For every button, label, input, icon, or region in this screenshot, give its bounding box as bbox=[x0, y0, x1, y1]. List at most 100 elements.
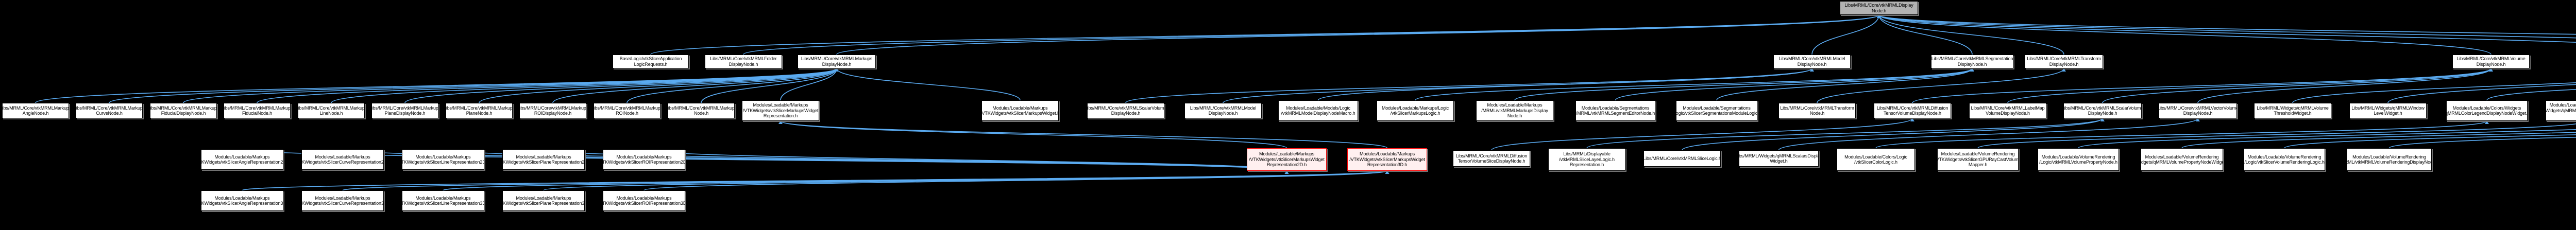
graph-edge-arrowhead bbox=[835, 68, 839, 72]
graph-node[interactable]: Modules/Loadable/Markups /VTKWidgets/vtk… bbox=[201, 149, 283, 170]
graph-node[interactable]: Modules/Loadable/Markups/Logic /vtkSlice… bbox=[1377, 100, 1454, 121]
graph-node[interactable]: Modules/Loadable/Markups /VTKWidgets/vtk… bbox=[301, 190, 384, 211]
graph-edge-arrowhead bbox=[1385, 171, 1389, 174]
graph-edge bbox=[780, 68, 837, 101]
graph-node[interactable]: Modules/Loadable/Markups /VTKWidgets/vtk… bbox=[502, 149, 585, 170]
graph-edge bbox=[543, 170, 1388, 191]
graph-node[interactable]: Modules/Loadable/Markups /VTKWidgets/vtk… bbox=[201, 190, 283, 211]
graph-edge-arrowhead bbox=[2489, 68, 2493, 72]
graph-edge-arrowhead bbox=[1284, 171, 1289, 174]
graph-node[interactable]: Libs/MRML/Core/vtkMRMLMarkups ROIDisplay… bbox=[519, 103, 586, 118]
graph-edge-arrowhead bbox=[1877, 15, 1881, 18]
graph-edge-arrowhead bbox=[1877, 15, 1881, 18]
graph-node[interactable]: Modules/Loadable/Markups /MRML/vtkMRMLMa… bbox=[1476, 100, 1553, 121]
graph-edge-arrowhead bbox=[835, 68, 839, 72]
graph-edge bbox=[479, 68, 837, 103]
graph-edge bbox=[1878, 14, 2492, 55]
graph-node[interactable]: Libs/MRML/Core/vtkMRMLSliceLogic.h bbox=[1643, 150, 1721, 167]
graph-node[interactable]: Modules/Loadable/Markups /VTKWidgets/vtk… bbox=[402, 190, 484, 211]
graph-node[interactable]: Libs/MRML/Core/vtkMRMLMarkups ROINode.h bbox=[594, 103, 660, 118]
graph-edge-arrowhead bbox=[1877, 15, 1881, 18]
graph-edge bbox=[2007, 68, 2492, 103]
graph-node[interactable]: Libs/MRML/Core/vtkMRMLDiffusion TensorVo… bbox=[1874, 103, 1951, 118]
graph-node[interactable]: Base/Logic/vtkSlicerApplication LogicReq… bbox=[613, 55, 689, 68]
graph-node[interactable]: Modules/Loadable/Markups /VTKWidgets/vtk… bbox=[1247, 148, 1327, 171]
graph-node[interactable]: Libs/MRML/Widgets/qMRMLWindow LevelWidge… bbox=[2349, 103, 2427, 118]
graph-node[interactable]: Modules/Loadable/Markups /VTKWidgets/vtk… bbox=[603, 149, 685, 170]
graph-node[interactable]: Libs/MRML/Core/vtkMRMLDiffusion TensorVo… bbox=[1453, 150, 1530, 167]
graph-node[interactable]: Modules/Loadable/Markups /VTKWidgets/vtk… bbox=[402, 149, 484, 170]
graph-edge-arrowhead bbox=[835, 68, 839, 72]
graph-node[interactable]: Modules/Loadable/Markups /VTKWidgets/vtk… bbox=[603, 190, 685, 211]
graph-node[interactable]: Libs/MRML/Core/vtkMRMLMarkups PlaneDispl… bbox=[371, 103, 438, 118]
graph-node[interactable]: Modules/Loadable/Colors/Widgets /qMRMLCo… bbox=[2446, 100, 2528, 121]
graph-edge-arrowhead bbox=[835, 68, 839, 72]
graph-edge bbox=[1317, 68, 1812, 101]
graph-edge-arrowhead bbox=[2489, 68, 2493, 72]
graph-node[interactable]: Libs/MRML/Core/vtkMRMLFolder DisplayNode… bbox=[705, 55, 782, 68]
graph-node[interactable]: Libs/MRML/Core/vtkMRMLModel DisplayNode.… bbox=[1773, 55, 1851, 68]
graph-edge bbox=[2078, 129, 2576, 149]
graph-edge bbox=[1716, 68, 1973, 101]
graph-edge bbox=[1878, 14, 1973, 55]
graph-edge-arrowhead bbox=[2489, 68, 2493, 72]
graph-node[interactable]: Libs/MRML/Core/vtkMRMLMarkups CurveNode.… bbox=[76, 103, 143, 118]
graph-node[interactable]: Modules/Loadable/VolumeRendering /Logic/… bbox=[2038, 148, 2119, 171]
graph-node[interactable]: Modules/Loadable/Markups /VTKWidgets/vtk… bbox=[742, 100, 819, 121]
graph-edge bbox=[2181, 132, 2576, 149]
graph-edge bbox=[2387, 84, 2576, 103]
graph-edge-arrowhead bbox=[2100, 118, 2105, 121]
graph-node[interactable]: Libs/MRML/Core/vtkMRMLScalarVolume Displ… bbox=[2063, 103, 2142, 118]
graph-node[interactable]: Libs/MRML/Core/vtkMRMLMarkups AngleNode.… bbox=[2, 103, 69, 118]
graph-node[interactable]: Libs/MRML/Widgets/qMRMLVolume ThresholdW… bbox=[2254, 103, 2331, 118]
graph-edge-arrowhead bbox=[1385, 171, 1389, 174]
graph-node[interactable]: Libs/MRML/Core/vtkMRMLMarkups FiducialDi… bbox=[150, 103, 217, 118]
graph-node[interactable]: Modules/Loadable/VolumeRendering /Widget… bbox=[2546, 100, 2576, 121]
graph-node[interactable]: Libs/MRML/Core/vtkMRMLVolume DisplayNode… bbox=[2452, 55, 2530, 68]
graph-node[interactable]: Modules/Loadable/Markups /VTKWidgets/vtk… bbox=[1347, 148, 1427, 171]
graph-edge bbox=[1682, 118, 2103, 151]
graph-edge-arrowhead bbox=[835, 68, 839, 72]
graph-node[interactable]: Libs/MRML/Core/vtkMRMLMarkups PlaneNode.… bbox=[446, 103, 513, 118]
graph-node[interactable]: Libs/MRML/Core/vtkMRMLMarkups LineNode.h bbox=[298, 103, 365, 118]
graph-node[interactable]: Libs/MRML/Core/vtkMRMLVectorVolume Displ… bbox=[2159, 103, 2237, 118]
graph-node[interactable]: Libs/MRML/Core/vtkMRMLMarkups DisplayNod… bbox=[798, 55, 876, 68]
graph-node[interactable]: Libs/MRML/Widgets/qMRMLScalarsDisplay Wi… bbox=[1739, 150, 1819, 167]
graph-edge bbox=[1491, 118, 1913, 151]
graph-edge bbox=[1811, 14, 1879, 55]
graph-node[interactable]: Modules/Loadable/VolumeRendering /Logic/… bbox=[2244, 148, 2325, 171]
graph-edge-arrowhead bbox=[1877, 15, 1881, 18]
graph-node[interactable]: Modules/Loadable/VolumeRendering /MRML/v… bbox=[2347, 148, 2432, 171]
graph-node[interactable]: Modules/Loadable/Segmentations /Logic/vt… bbox=[1676, 100, 1757, 121]
graph-edge bbox=[257, 68, 837, 103]
graph-node[interactable]: Libs/MRML/Displayable /vtkMRMLSliceLayer… bbox=[1548, 148, 1625, 171]
graph-node[interactable]: Modules/Loadable/VolumeRendering /Widget… bbox=[2141, 148, 2223, 171]
graph-node[interactable]: Libs/MRML/Core/vtkMRMLTransform Node.h bbox=[1778, 103, 1856, 118]
graph-node[interactable]: Libs/MRML/Core/vtkMRMLScalarVolume Displ… bbox=[1087, 103, 1164, 118]
graph-edge bbox=[2486, 89, 2576, 101]
graph-node[interactable]: Modules/Loadable/VolumeRendering /VTKWid… bbox=[1937, 148, 2019, 171]
graph-node-root[interactable]: Libs/MRML/Core/vtkMRMLDisplay Node.h bbox=[1840, 1, 1918, 15]
graph-node[interactable]: Libs/MRML/Core/vtkMRMLMarkups Node.h bbox=[668, 103, 735, 118]
graph-edge bbox=[183, 68, 837, 103]
graph-node[interactable]: Modules/Loadable/Models/Logic /vtkMRMLMo… bbox=[1278, 100, 1358, 121]
graph-edge bbox=[1977, 123, 2576, 149]
graph-edge-arrowhead bbox=[1970, 68, 1974, 72]
graph-edge-arrowhead bbox=[1385, 171, 1389, 174]
graph-node[interactable]: Libs/MRML/Core/vtkMRMLMarkups FiducialNo… bbox=[224, 103, 291, 118]
graph-node[interactable]: Modules/Loadable/Markups /VTKWidgets/vtk… bbox=[502, 190, 585, 211]
graph-edge bbox=[1778, 118, 2198, 151]
graph-edge-arrowhead bbox=[1877, 15, 1881, 18]
graph-node[interactable]: Libs/MRML/Core/vtkMRMLLabelMap VolumeDis… bbox=[1969, 103, 2046, 118]
graph-node[interactable]: Libs/MRML/Core/vtkMRMLSegmentation Displ… bbox=[1931, 55, 2013, 68]
graph-node[interactable]: Modules/Loadable/Colors/Logic /vtkSlicer… bbox=[1837, 148, 1915, 171]
graph-edge bbox=[1878, 14, 2576, 39]
graph-node[interactable]: Libs/MRML/Core/vtkMRMLTransform DisplayN… bbox=[2025, 55, 2103, 68]
graph-edge bbox=[643, 170, 1388, 191]
graph-node[interactable]: Modules/Loadable/Markups /VTKWidgets/vtk… bbox=[981, 100, 1059, 121]
graph-edge-arrowhead bbox=[835, 68, 839, 72]
graph-node[interactable]: Modules/Loadable/Segmentations /MRML/vtk… bbox=[1575, 100, 1655, 121]
graph-node[interactable]: Modules/Loadable/Markups /VTKWidgets/vtk… bbox=[301, 149, 384, 170]
graph-node[interactable]: Libs/MRML/Core/vtkMRMLModel DisplayNode.… bbox=[1184, 103, 1262, 118]
graph-edge bbox=[2102, 68, 2492, 103]
